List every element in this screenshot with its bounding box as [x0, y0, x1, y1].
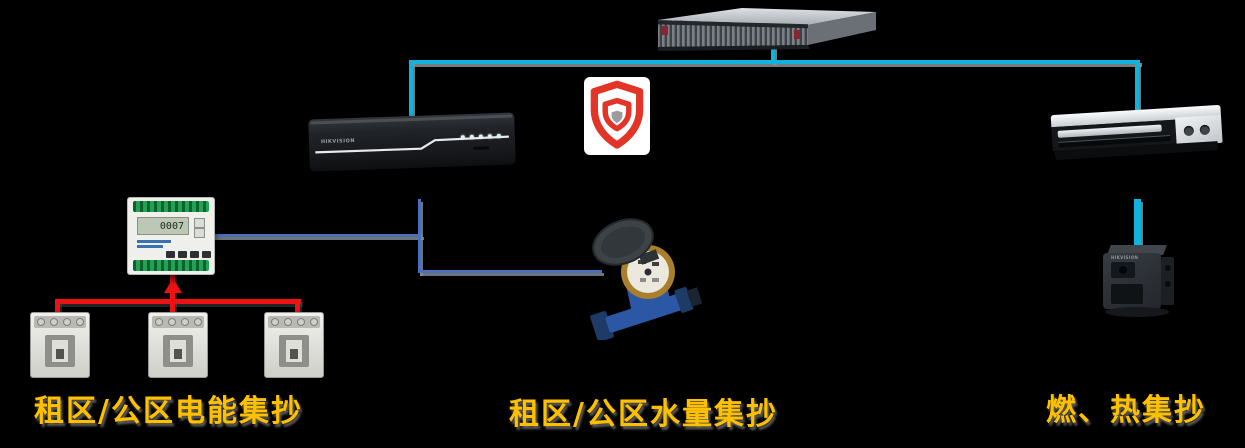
- caption-electric-collection: 租区/公区电能集抄: [34, 394, 303, 429]
- water-meter-icon: [590, 216, 703, 342]
- connector-decoder-drop: [1135, 60, 1139, 119]
- connector-ct-drop-1: [55, 299, 60, 318]
- security-shield-logo: [584, 77, 650, 155]
- meter-button-icon: [194, 218, 205, 228]
- knob-icon: [1165, 265, 1171, 271]
- meter-label-band: [137, 245, 163, 248]
- collector-side-panel: [1161, 257, 1174, 305]
- terminal-strip-icon: [133, 260, 209, 271]
- gas-heat-collector-icon: HIKVISION: [1099, 245, 1179, 319]
- ct-terminals-icon: [152, 316, 204, 328]
- connector-nvr-drop: [409, 60, 413, 116]
- nvr-led-icon: [460, 135, 465, 140]
- nvr-host-icon: HIKVISION: [308, 112, 516, 172]
- vent-icon: [1183, 125, 1195, 137]
- current-transformer-icon: [30, 312, 90, 378]
- collector-front-panel: HIKVISION: [1103, 253, 1161, 309]
- collector-window-icon: [1111, 262, 1135, 278]
- connector-nvr-down-line: [418, 199, 421, 273]
- nvr-usb-port-icon: [473, 146, 490, 150]
- connector-server-drop: [771, 44, 775, 62]
- nvr-stripe-icon: [315, 135, 509, 154]
- rack-server-icon: [646, 2, 880, 54]
- collector-window-icon: [1111, 284, 1143, 304]
- meter-label-band: [137, 240, 171, 243]
- knob-icon: [1165, 281, 1171, 287]
- connector-ct-drop-3: [295, 299, 300, 318]
- energy-meter-lcd: 0007: [137, 217, 189, 235]
- connector-energy-meter-line: [212, 234, 422, 237]
- rack-decoder-icon: [1050, 104, 1224, 165]
- meter-button-icon: [194, 228, 205, 238]
- connector-ct-bus: [55, 299, 301, 304]
- vent-icon: [1199, 124, 1211, 136]
- ct-arrow-icon: [164, 278, 182, 293]
- meter-keys-icon: [166, 251, 211, 258]
- ct-window-icon: [163, 335, 193, 367]
- current-transformer-icon: [264, 312, 324, 378]
- connector-collector-drop: [1134, 199, 1141, 252]
- caption-gas-heat-collection: 燃、热集抄: [1046, 393, 1206, 428]
- energy-meter-icon: 0007: [127, 197, 215, 275]
- shield-icon: [590, 80, 644, 149]
- collector-base: [1105, 307, 1169, 317]
- current-transformer-icon: [148, 312, 208, 378]
- ct-window-icon: [279, 335, 309, 367]
- connector-backbone-horizontal: [409, 60, 1140, 64]
- ct-terminals-icon: [34, 316, 86, 328]
- terminal-strip-icon: [133, 201, 209, 212]
- connector-ct-drop-2: [170, 299, 175, 321]
- collector-brand-label: HIKVISION: [1111, 255, 1139, 260]
- ct-terminals-icon: [268, 316, 320, 328]
- connector-water-meter-line: [418, 270, 602, 273]
- ct-window-icon: [45, 335, 75, 367]
- caption-water-collection: 租区/公区水量集抄: [509, 397, 778, 432]
